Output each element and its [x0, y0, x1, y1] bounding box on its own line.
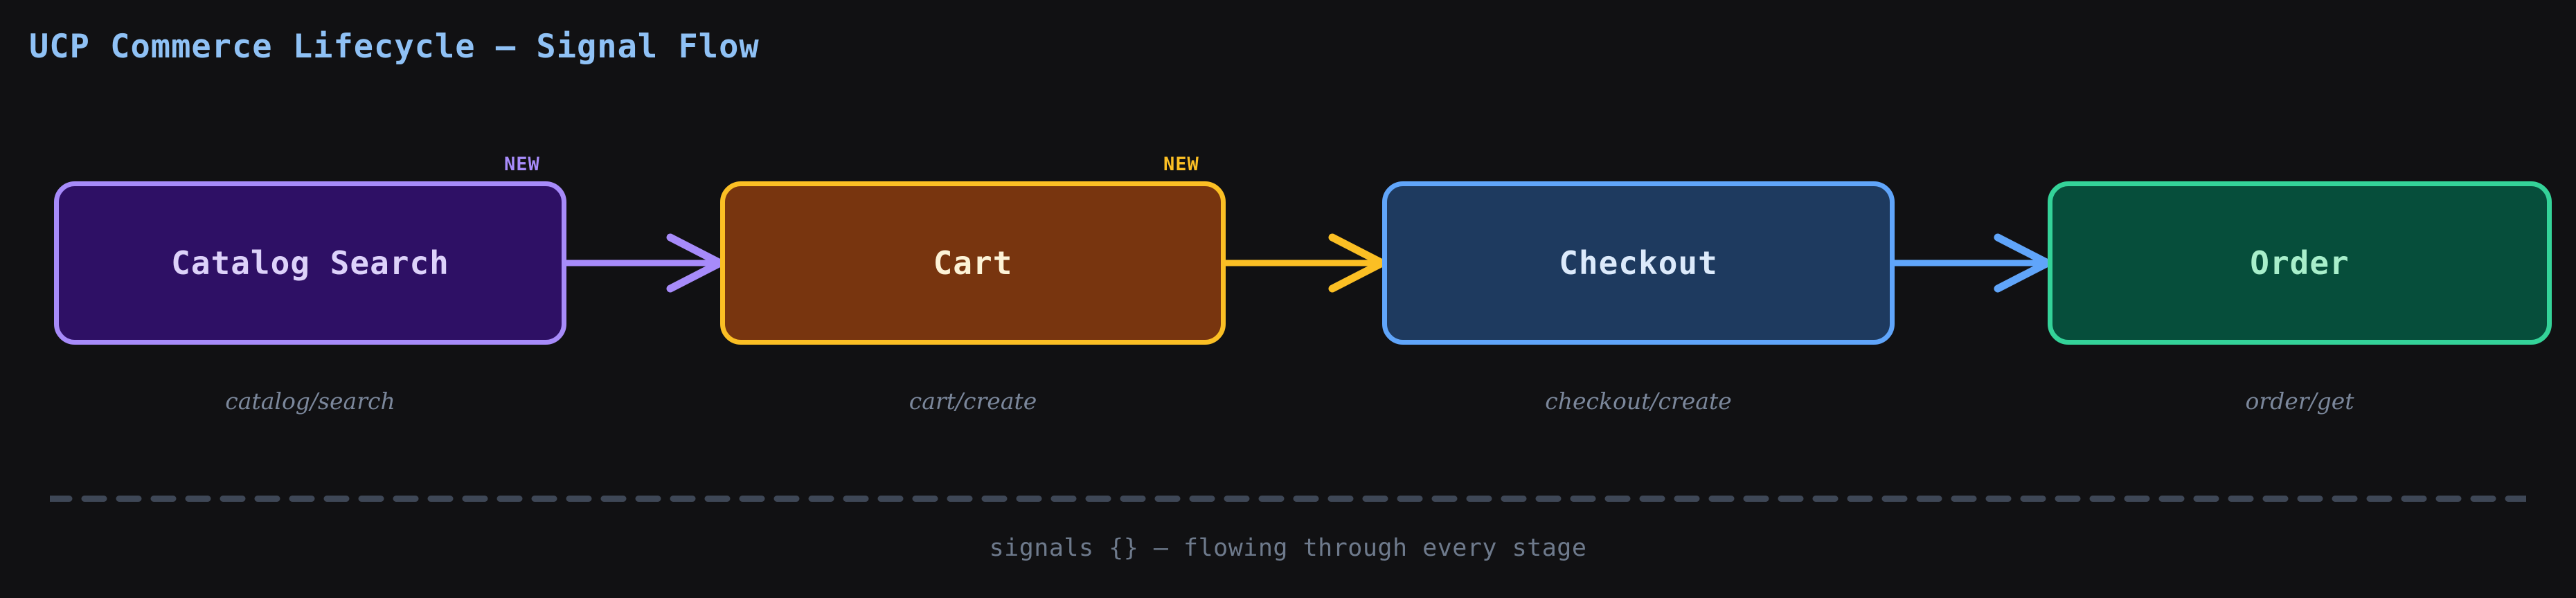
badge-new-cart: NEW: [1163, 154, 1199, 175]
sublabel-order: order/get: [2245, 388, 2354, 415]
divider: [50, 496, 2526, 502]
page-title: UCP Commerce Lifecycle — Signal Flow: [29, 28, 760, 66]
node-label-order: Order: [2250, 244, 2350, 282]
sublabel-checkout: checkout/create: [1545, 388, 1732, 415]
node-order[interactable]: Order: [2048, 181, 2552, 345]
node-label-catalog-search: Catalog Search: [171, 244, 449, 282]
node-label-cart: Cart: [933, 244, 1013, 282]
flow-row: Catalog Search NEW Cart NEW Checkout Order: [0, 154, 2576, 347]
node-cart[interactable]: Cart: [720, 181, 1226, 345]
sublabel-catalog-search: catalog/search: [225, 388, 395, 415]
badge-new-catalog-search: NEW: [504, 154, 540, 175]
sublabel-cart: cart/create: [909, 388, 1037, 415]
node-label-checkout: Checkout: [1559, 244, 1718, 282]
node-checkout[interactable]: Checkout: [1382, 181, 1895, 345]
node-catalog-search[interactable]: Catalog Search: [54, 181, 566, 345]
footer-note: signals {} — flowing through every stage: [989, 534, 1587, 562]
